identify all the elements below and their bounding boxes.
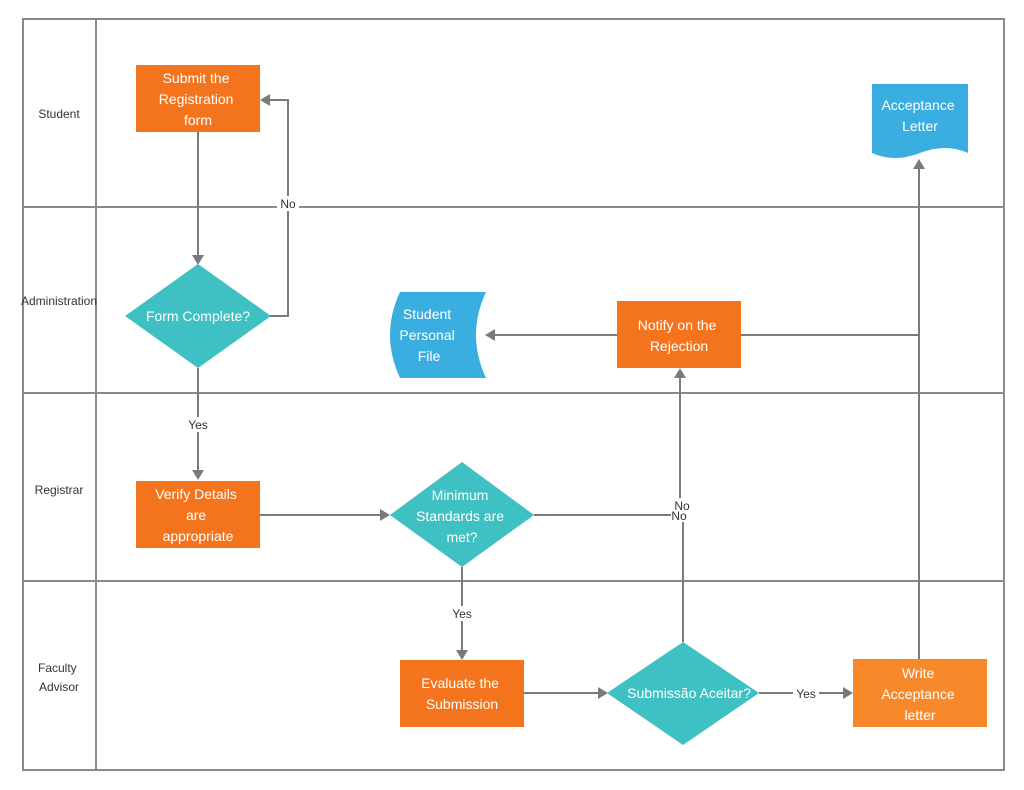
label-bg bbox=[671, 498, 693, 522]
process-submit-registration-form: Submit the Registration form bbox=[136, 65, 260, 132]
edge-label-no-min-1: No bbox=[674, 499, 690, 513]
arrowhead bbox=[192, 470, 204, 480]
decision-minimum-standards: Minimum Standards are met? bbox=[390, 462, 534, 567]
edge-label-yes-form: Yes bbox=[188, 418, 208, 432]
edge-label-yes-sub: Yes bbox=[796, 687, 816, 701]
process-verify-details: Verify Details are appropriate bbox=[136, 481, 260, 548]
pool-border bbox=[22, 18, 1005, 771]
node-label: Student Personal File bbox=[399, 306, 458, 364]
arrowhead bbox=[674, 368, 686, 378]
arrowhead bbox=[456, 650, 468, 660]
process-write-acceptance-letter: Write Acceptance letter bbox=[853, 659, 987, 727]
storage-shape bbox=[390, 292, 486, 378]
arrowhead bbox=[913, 159, 925, 169]
label-bg bbox=[793, 686, 819, 701]
lane-label-student: Student bbox=[38, 107, 80, 121]
node-label: Write Acceptance letter bbox=[881, 665, 958, 723]
document-acceptance-letter: Acceptance Letter bbox=[872, 84, 968, 158]
edge-label-no-form: No bbox=[280, 197, 296, 211]
process-notify-rejection: Notify on the Rejection bbox=[617, 301, 741, 368]
decision-diamond bbox=[125, 264, 271, 368]
lane-label-faculty-advisor: Faculty Advisor bbox=[38, 661, 80, 694]
label-bg bbox=[185, 417, 211, 432]
process-box bbox=[853, 659, 987, 727]
decision-form-complete: Form Complete? bbox=[125, 264, 271, 368]
label-bg bbox=[450, 606, 476, 621]
arrowhead bbox=[843, 687, 853, 699]
decision-submissao-aceitar: Submissão Aceitar? bbox=[607, 642, 759, 745]
edge-minstandards-no-to-notify bbox=[534, 376, 681, 516]
process-box bbox=[400, 660, 524, 727]
node-label: Submit the Registration form bbox=[159, 70, 238, 128]
edge-label-yes-min: Yes bbox=[452, 607, 472, 621]
arrowhead bbox=[192, 255, 204, 265]
node-label: Form Complete? bbox=[146, 308, 250, 324]
arrowhead bbox=[598, 687, 608, 699]
process-box bbox=[136, 481, 260, 548]
node-label: Minimum Standards are met? bbox=[416, 487, 508, 545]
document-shape bbox=[872, 84, 968, 158]
arrowhead bbox=[380, 509, 390, 521]
arrowhead bbox=[485, 329, 495, 341]
process-box bbox=[136, 65, 260, 132]
node-label: Verify Details are appropriate bbox=[155, 486, 241, 544]
arrowhead bbox=[260, 94, 270, 106]
decision-diamond bbox=[607, 642, 759, 745]
lane-label-registrar: Registrar bbox=[35, 483, 84, 497]
lane-label-administration: Administration bbox=[21, 294, 97, 308]
process-evaluate-submission: Evaluate the Submission bbox=[400, 660, 524, 727]
storage-student-personal-file: Student Personal File bbox=[390, 292, 486, 378]
edge-label-no-min-2: No bbox=[671, 509, 687, 523]
node-label: Acceptance Letter bbox=[881, 97, 958, 134]
process-box bbox=[617, 301, 741, 368]
node-label: Submissão Aceitar? bbox=[627, 685, 751, 701]
decision-diamond bbox=[390, 462, 534, 567]
label-bg bbox=[277, 196, 299, 211]
node-label: Notify on the Rejection bbox=[638, 317, 721, 354]
node-label: Evaluate the Submission bbox=[421, 675, 503, 712]
